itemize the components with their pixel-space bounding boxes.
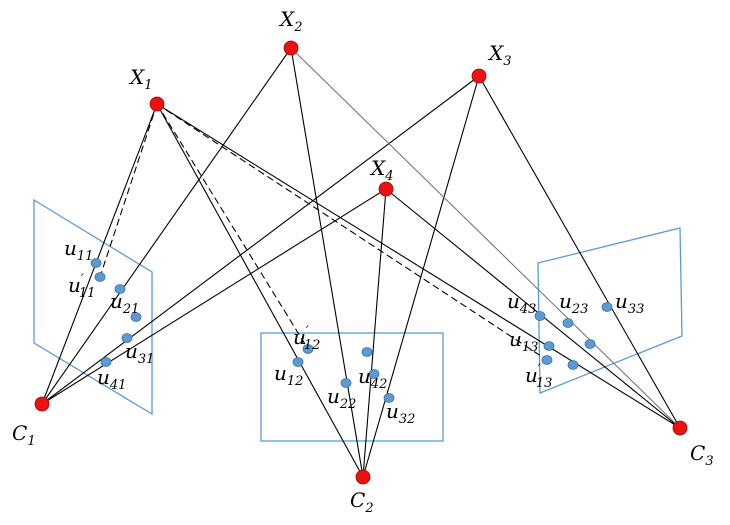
camera-center-c1 xyxy=(34,396,50,412)
ray-x3-c1 xyxy=(41,75,480,405)
label-x1: X1 xyxy=(128,65,153,93)
ray-x1-c2 xyxy=(156,103,364,478)
image-points xyxy=(90,258,613,403)
label-c2: C2 xyxy=(350,488,374,516)
label-u11p: u′11 xyxy=(68,272,95,301)
image-point-u42 xyxy=(368,369,380,379)
ray-x2-c2 xyxy=(290,47,364,478)
ray-x2-c1 xyxy=(41,47,292,405)
label-c3: C3 xyxy=(690,441,714,469)
world-points-and-cameras xyxy=(34,40,688,485)
image-point-u31 xyxy=(121,333,133,343)
label-u31: u31 xyxy=(125,339,154,367)
camera-center-c3 xyxy=(672,420,688,436)
label-u33: u33 xyxy=(615,289,644,317)
label-u13p: u′13 xyxy=(525,362,552,391)
ray-x1-u13p-dashed xyxy=(156,103,548,361)
world-point-x4 xyxy=(378,181,394,197)
label-x4: X4 xyxy=(369,156,394,184)
ray-x1-c3 xyxy=(156,103,681,429)
image-point-u21 xyxy=(114,284,126,294)
label-u43: u43 xyxy=(507,289,536,317)
image-point-u13 xyxy=(543,341,555,351)
ray-x2-c3 xyxy=(290,47,681,429)
ray-x1-u11p-dashed xyxy=(99,103,158,278)
label-u22: u22 xyxy=(327,384,356,412)
image-plane-c2 xyxy=(260,332,444,442)
label-u11: u11 xyxy=(64,236,93,264)
label-u13: u13 xyxy=(509,327,538,355)
label-x2: X2 xyxy=(278,7,303,35)
ray-x4-c1 xyxy=(41,188,387,405)
world-point-x2 xyxy=(283,40,299,56)
label-u21: u21 xyxy=(110,289,139,317)
image-point-u33 xyxy=(601,302,613,312)
ray-x4-c3 xyxy=(385,188,681,429)
label-u23: u23 xyxy=(559,289,588,317)
image-point-extra1 xyxy=(130,312,142,322)
projection-rays xyxy=(41,47,681,478)
image-plane-c1 xyxy=(33,198,153,416)
image-point-u13p xyxy=(541,355,553,365)
image-point-u11p xyxy=(94,272,106,282)
ray-x1-u12p-dashed xyxy=(156,103,309,350)
image-point-extra4 xyxy=(567,360,579,370)
world-point-x1 xyxy=(149,96,165,112)
ray-x1-c1 xyxy=(41,103,158,405)
label-u42: u42 xyxy=(358,364,387,392)
image-point-u23 xyxy=(562,318,574,328)
world-point-x3 xyxy=(471,68,487,84)
image-point-u11 xyxy=(90,258,102,268)
label-u41: u41 xyxy=(97,365,126,393)
camera-center-c2 xyxy=(355,469,371,485)
label-u32: u32 xyxy=(386,399,415,427)
ray-x4-c2 xyxy=(362,188,387,478)
image-point-u32 xyxy=(383,393,395,403)
label-u12: u12 xyxy=(274,361,303,389)
image-point-u12p xyxy=(302,344,314,354)
image-point-extra2 xyxy=(361,347,373,357)
ray-x3-c3 xyxy=(478,75,681,429)
label-c1: C1 xyxy=(12,421,36,449)
image-point-u43 xyxy=(534,311,546,321)
image-point-extra3 xyxy=(584,339,596,349)
label-u12p: u′12 xyxy=(293,324,320,353)
image-point-u22 xyxy=(340,378,352,388)
labels: X1 X2 X3 X4 C1 C2 C3 u11 u′11 u21 u31 u4… xyxy=(12,7,714,516)
image-planes xyxy=(33,198,683,442)
ray-x3-c2 xyxy=(362,75,480,478)
label-x3: X3 xyxy=(487,41,512,69)
image-plane-c3 xyxy=(537,227,683,394)
image-point-u12 xyxy=(292,357,304,367)
image-point-u41 xyxy=(100,357,112,367)
